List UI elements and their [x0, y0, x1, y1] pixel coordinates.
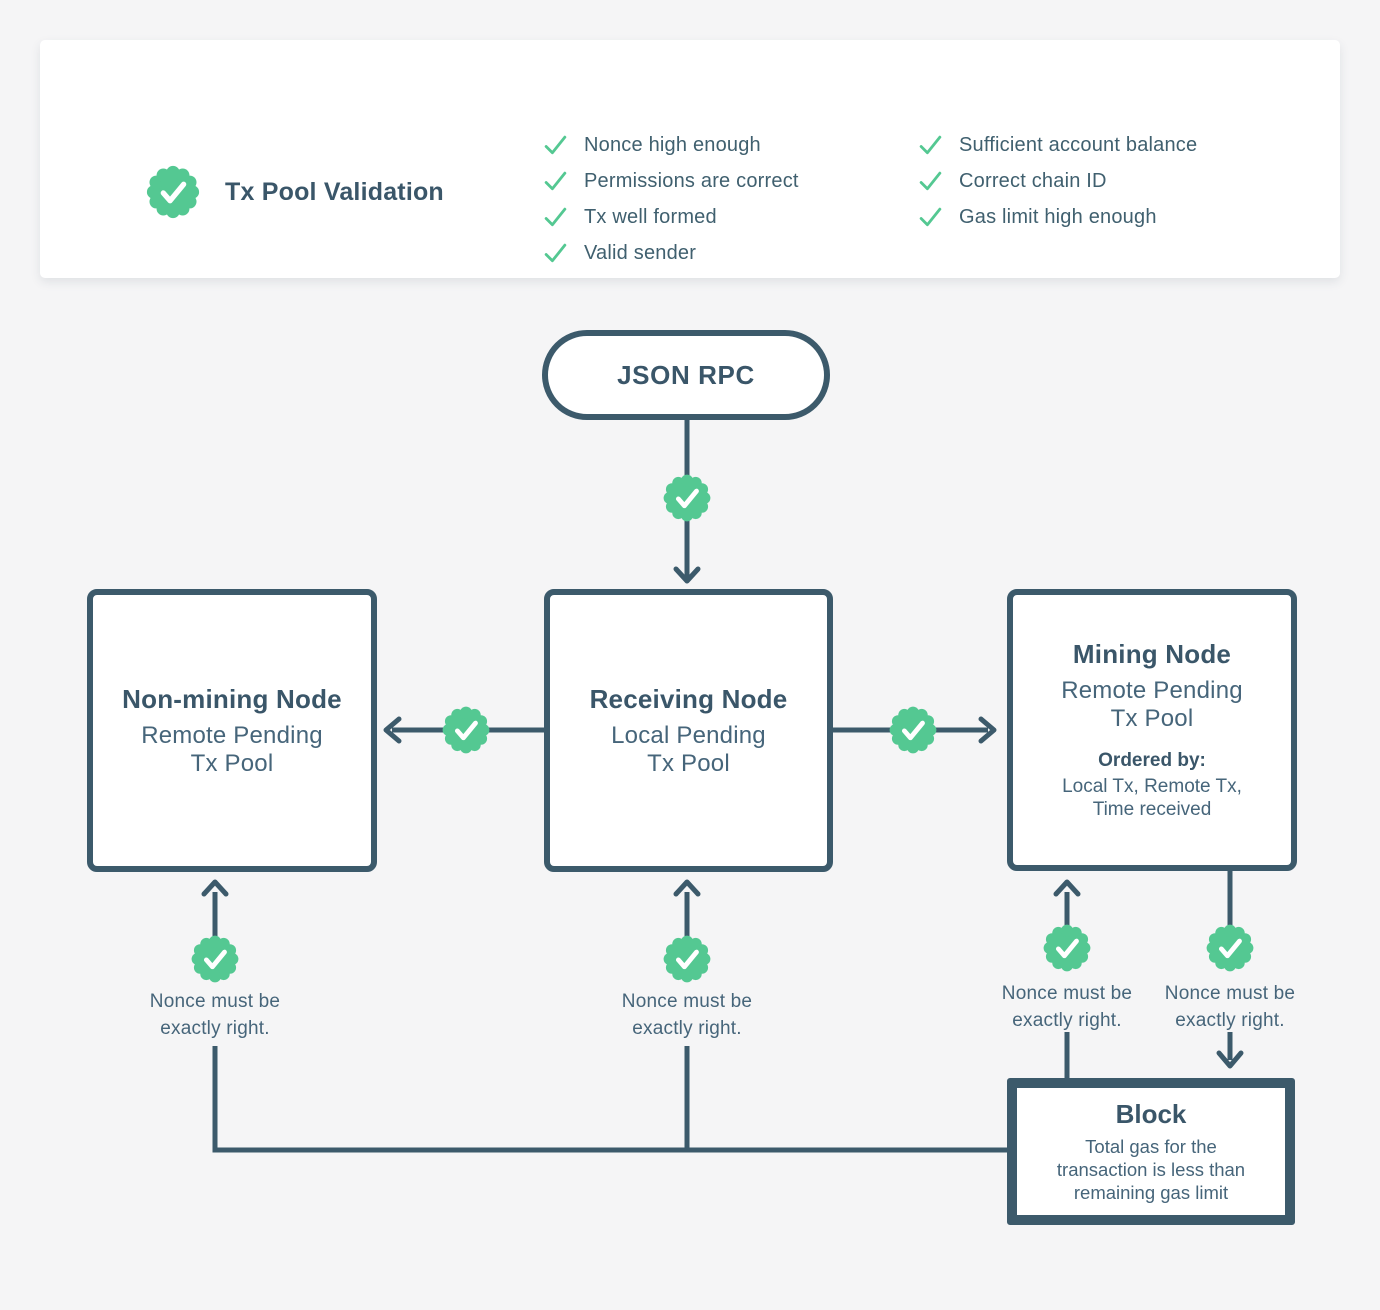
checklist-label: Tx well formed [584, 205, 717, 228]
check-badge-icon [440, 704, 492, 756]
node-subtitle-line: Tx Pool [1110, 705, 1194, 732]
block-body-line: Total gas for the [1085, 1136, 1217, 1157]
node-title: Mining Node [1072, 639, 1232, 669]
checklist-item: Permissions are correct [543, 163, 799, 199]
block-title: Block [1115, 1099, 1187, 1129]
check-icon [543, 205, 568, 230]
checklist-label: Gas limit high enough [959, 205, 1157, 228]
ordered-by-label: Ordered by: [1098, 750, 1206, 771]
node-subtitle-line: Tx Pool [647, 749, 730, 777]
node-title: Non-mining Node [122, 683, 342, 714]
checklist-item: Correct chain ID [918, 163, 1197, 199]
ordered-by-line: Local Tx, Remote Tx, [1062, 776, 1242, 797]
node-title: Receiving Node [589, 683, 788, 714]
nonce-note: Nonce must be exactly right. [967, 980, 1167, 1034]
check-badge-icon [1204, 922, 1256, 974]
check-icon [918, 169, 943, 194]
nonce-note: Nonce must be exactly right. [1130, 980, 1330, 1034]
validation-card: Tx Pool Validation Nonce high enough Per… [40, 40, 1340, 278]
json-rpc-label: JSON RPC [617, 359, 755, 390]
check-badge-icon [189, 933, 241, 985]
ordered-by-group: Ordered by: Local Tx, Remote Tx, Time re… [1062, 750, 1242, 821]
checklist-label: Nonce high enough [584, 133, 761, 156]
check-icon [543, 133, 568, 158]
block-body-line: transaction is less than [1056, 1159, 1246, 1180]
block-body-line: remaining gas limit [1073, 1182, 1229, 1203]
checklist-label: Correct chain ID [959, 169, 1107, 192]
node-subtitle-line: Remote Pending [1061, 677, 1243, 704]
checklist-item: Tx well formed [543, 199, 799, 235]
check-badge-icon [144, 163, 202, 221]
checklist-label: Sufficient account balance [959, 133, 1198, 156]
nonce-note-line: Nonce must be [1001, 983, 1133, 1004]
nonce-note-line: Nonce must be [1164, 983, 1296, 1004]
checklist-item: Sufficient account balance [918, 127, 1197, 163]
nonce-note-line: exactly right. [632, 1018, 742, 1039]
check-icon [543, 169, 568, 194]
check-badge-icon [661, 472, 713, 524]
non-mining-node: Non-mining Node Remote Pending Tx Pool [87, 589, 377, 872]
node-subtitle-line: Remote Pending [141, 721, 323, 749]
nonce-note-line: exactly right. [1012, 1010, 1122, 1031]
receiving-node: Receiving Node Local Pending Tx Pool [544, 589, 833, 872]
nonce-note-line: exactly right. [160, 1018, 270, 1039]
checklist-label: Valid sender [584, 241, 697, 264]
checklist-item: Valid sender [543, 235, 799, 271]
json-rpc-node: JSON RPC [542, 330, 830, 420]
check-icon [918, 205, 943, 230]
checklist-item: Gas limit high enough [918, 199, 1197, 235]
ordered-by-line: Time received [1092, 799, 1212, 820]
check-icon [543, 241, 568, 266]
checklist-item: Nonce high enough [543, 127, 799, 163]
nonce-note: Nonce must be exactly right. [115, 988, 315, 1042]
nonce-note: Nonce must be exactly right. [587, 988, 787, 1042]
mining-node: Mining Node Remote Pending Tx Pool Order… [1007, 589, 1297, 871]
check-icon [918, 133, 943, 158]
check-badge-icon [661, 933, 713, 985]
checklist-column-1: Nonce high enough Permissions are correc… [543, 127, 799, 271]
block-node: Block Total gas for the transaction is l… [1007, 1078, 1295, 1225]
nonce-note-line: exactly right. [1175, 1010, 1285, 1031]
nonce-note-line: Nonce must be [621, 991, 753, 1012]
check-badge-icon [887, 704, 939, 756]
node-subtitle-line: Tx Pool [190, 749, 274, 777]
node-subtitle-line: Local Pending [611, 721, 766, 749]
checklist-column-2: Sufficient account balance Correct chain… [918, 127, 1197, 235]
check-badge-icon [1041, 922, 1093, 974]
card-title: Tx Pool Validation [225, 178, 444, 206]
nonce-note-line: Nonce must be [149, 991, 281, 1012]
checklist-label: Permissions are correct [584, 169, 799, 192]
